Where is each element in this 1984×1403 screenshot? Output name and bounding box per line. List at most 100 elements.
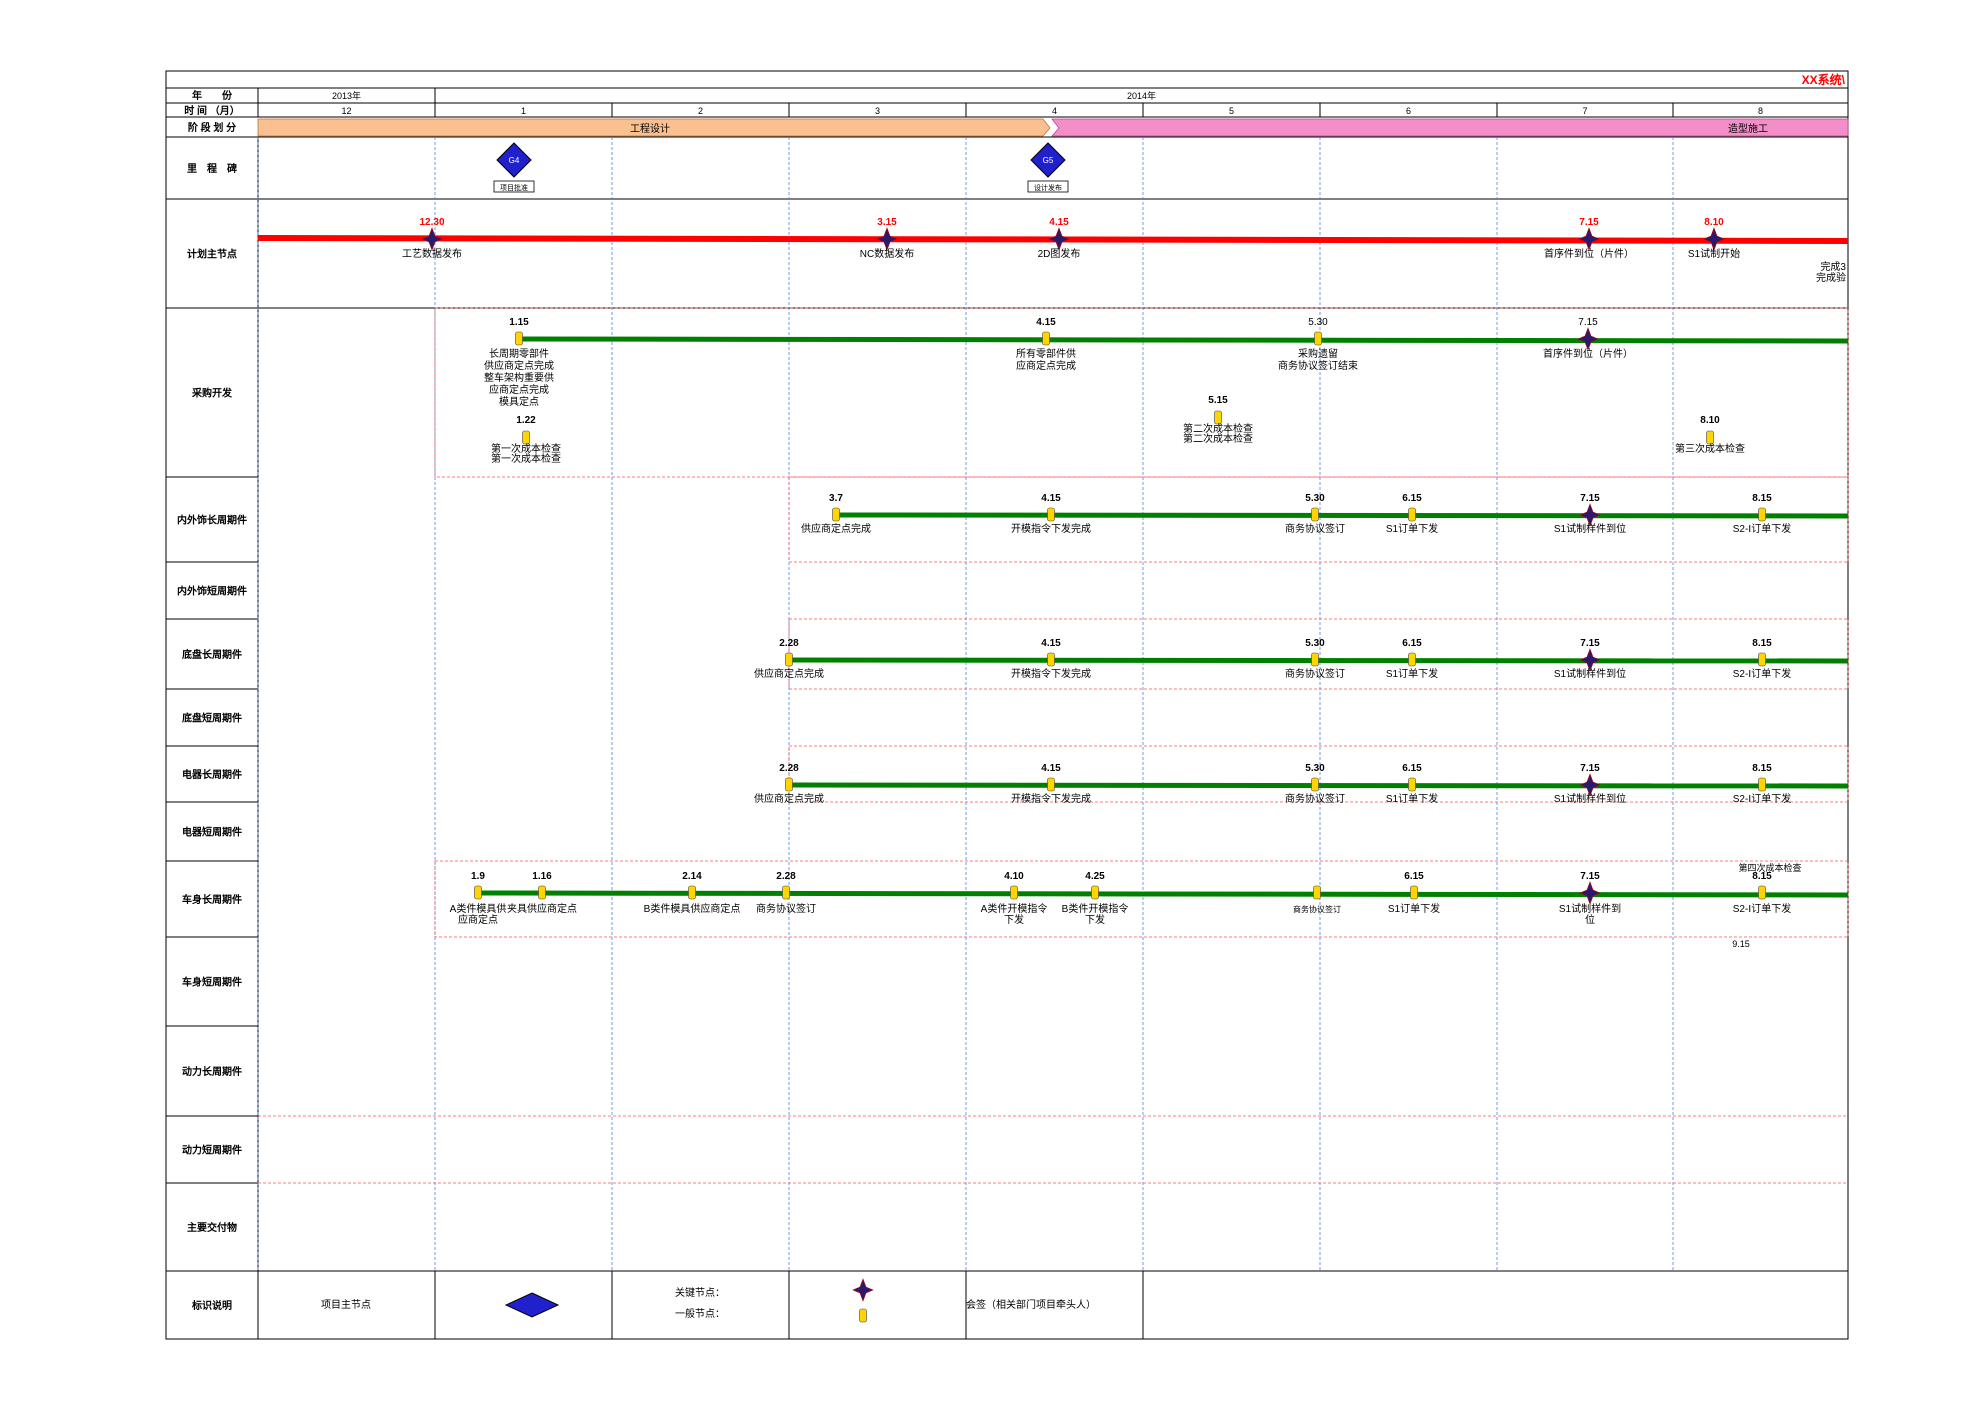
general-node-marker xyxy=(1047,777,1055,792)
procurement-label: 采购遗留 xyxy=(1298,347,1338,360)
chassis_long-date: 6.15 xyxy=(1402,638,1422,649)
procurement-date: 1.15 xyxy=(509,317,529,328)
milestone-diamond xyxy=(496,142,532,178)
general-node-marker xyxy=(474,885,482,900)
electric_long-label: S1试制样件到位 xyxy=(1554,792,1626,805)
general-node-marker xyxy=(1408,507,1416,522)
general-node-marker xyxy=(1042,331,1050,346)
procurement-label: 第二次成本检查 xyxy=(1183,422,1253,435)
procurement-date: 5.30 xyxy=(1308,317,1328,328)
year-label: 年 份 xyxy=(192,89,233,102)
procurement-label: 应商定点完成 xyxy=(489,383,549,396)
general-node-marker xyxy=(1047,652,1055,667)
key-node-star xyxy=(1578,227,1600,251)
body-long-label: B类件模具供应商定点 xyxy=(644,902,741,915)
legend-diamond xyxy=(504,1292,560,1318)
phase-tooling-label: 造型施工 xyxy=(1728,122,1768,135)
key-node-star xyxy=(1579,648,1601,672)
year-2014: 2014年 xyxy=(1127,90,1156,101)
chassis_long-label: 开模指令下发完成 xyxy=(1011,667,1091,680)
legend-key: 关键节点： xyxy=(675,1286,725,1299)
trim_long-date: 7.15 xyxy=(1580,493,1600,504)
body-long-label: 应商定点 xyxy=(458,913,498,926)
key-node-star xyxy=(876,227,898,251)
general-node-marker xyxy=(1313,885,1321,900)
key-node-star xyxy=(852,1278,874,1302)
body-long-line xyxy=(477,890,1849,898)
trim_long-label: 开模指令下发完成 xyxy=(1011,522,1091,535)
year-2013: 2013年 xyxy=(332,90,361,101)
row-label: 主要交付物 xyxy=(187,1221,237,1234)
plan-node-label: NC数据发布 xyxy=(860,247,914,260)
trim_long-date: 8.15 xyxy=(1752,493,1772,504)
row-label: 采购开发 xyxy=(191,387,233,400)
row-label: 车身长周期件 xyxy=(182,893,242,906)
general-node-marker xyxy=(522,430,530,445)
general-node-marker xyxy=(832,507,840,522)
month-1: 1 xyxy=(521,106,526,116)
body-long-label: 下发 xyxy=(1004,913,1024,926)
month-6: 6 xyxy=(1406,106,1411,116)
grid-lines xyxy=(165,70,1849,1340)
procurement-label: 应商定点完成 xyxy=(1016,359,1076,372)
procurement-label: 第一次成本检查 xyxy=(491,442,561,455)
phase-bar-engineering xyxy=(257,118,1051,137)
body-long-label: A类件开模指令 xyxy=(981,902,1048,915)
month-5: 5 xyxy=(1229,106,1234,116)
general-node-marker xyxy=(1408,652,1416,667)
key-node-star xyxy=(1703,227,1725,251)
body-long-extra: 9.15 xyxy=(1732,939,1750,949)
body-long-date: 2.28 xyxy=(776,871,796,882)
chassis_long-date: 2.28 xyxy=(779,638,799,649)
plan-edge-text: 完成验 xyxy=(1816,271,1846,284)
legend-sign: 会签（相关部门项目牵头人） xyxy=(966,1298,1096,1311)
trim_long-date: 5.30 xyxy=(1305,493,1325,504)
general-node-marker xyxy=(1311,777,1319,792)
row-label: 动力短周期件 xyxy=(182,1144,242,1157)
trim_long-date: 3.7 xyxy=(829,493,843,504)
procurement-label: 所有零部件供 xyxy=(1016,347,1076,360)
phase-label: 阶 段 划 分 xyxy=(188,121,236,134)
body-long-label: 位 xyxy=(1585,913,1595,926)
trim_long-date: 6.15 xyxy=(1402,493,1422,504)
milestone-caption-box xyxy=(1027,180,1069,193)
procurement-date: 8.10 xyxy=(1700,415,1720,426)
trim_long-label: S1订单下发 xyxy=(1386,522,1438,535)
chassis_long-label: S2-Ⅰ订单下发 xyxy=(1733,667,1792,680)
electric_long-date: 4.15 xyxy=(1041,763,1061,774)
trim_long-label: S2-Ⅰ订单下发 xyxy=(1733,522,1792,535)
chassis_long-date: 4.15 xyxy=(1041,638,1061,649)
general-node-marker xyxy=(1311,507,1319,522)
plan-node-date: 4.15 xyxy=(1049,217,1069,228)
electric_long-date: 5.30 xyxy=(1305,763,1325,774)
row-label: 电器短周期件 xyxy=(182,826,242,839)
chassis_long-label: S1试制样件到位 xyxy=(1554,667,1626,680)
procurement-label: 第一次成本检查 xyxy=(491,452,561,465)
procurement-label: 商务协议签订结束 xyxy=(1278,359,1358,372)
doc-title: XX系统\ xyxy=(1802,72,1846,87)
legend-general: 一般节点： xyxy=(675,1307,725,1320)
general-node-marker xyxy=(1706,430,1714,445)
legend-item1: 项目主节点 xyxy=(321,1299,371,1311)
body-long-label: S1订单下发 xyxy=(1388,902,1440,915)
plan-node-date: 3.15 xyxy=(877,217,897,228)
key-node-star xyxy=(1048,227,1070,251)
milestone-caption: 项目批准 xyxy=(500,183,528,192)
row-label: 计划主节点 xyxy=(187,248,237,261)
electric_long-label: 供应商定点完成 xyxy=(754,792,824,805)
trim_long-line xyxy=(835,512,1849,519)
body-long-label: B类件开模指令 xyxy=(1062,902,1129,915)
month-8: 8 xyxy=(1758,106,1763,116)
milestone-caption-box xyxy=(493,180,535,193)
band-box xyxy=(788,745,1849,803)
chassis_long-label: 供应商定点完成 xyxy=(754,667,824,680)
electric_long-label: 开模指令下发完成 xyxy=(1011,792,1091,805)
procurement-label: 模具定点 xyxy=(499,395,539,408)
general-node-marker xyxy=(688,885,696,900)
band-box xyxy=(434,307,1849,478)
general-node-marker xyxy=(1410,885,1418,900)
electric_long-date: 6.15 xyxy=(1402,763,1422,774)
plan-edge-text: 完成3 xyxy=(1820,260,1846,273)
row-label: 里 程 碑 xyxy=(187,162,237,175)
month-2: 2 xyxy=(698,106,703,116)
